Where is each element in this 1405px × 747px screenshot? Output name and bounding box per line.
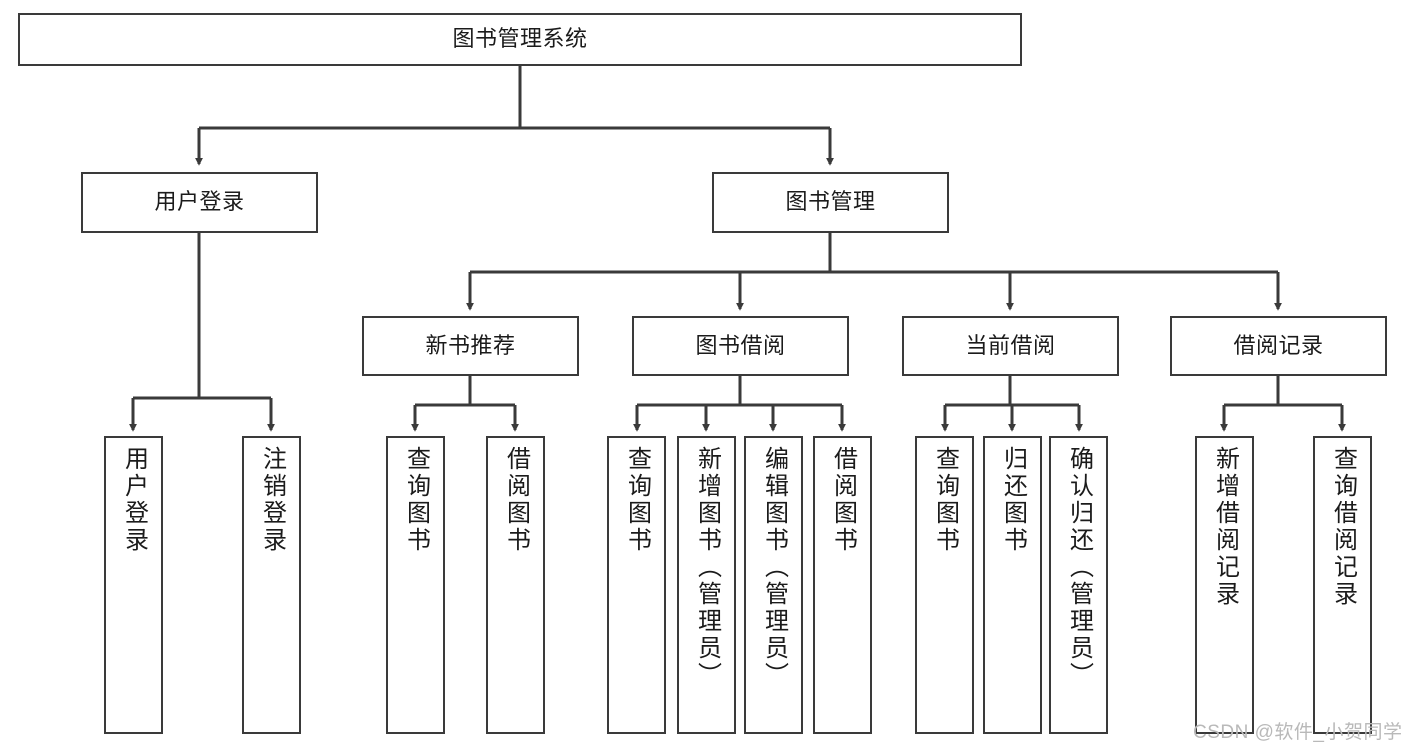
node-book-manage[interactable]: 图书管理 xyxy=(712,172,949,233)
node-leaf-borrow-book-recommend[interactable]: 借阅图书 xyxy=(486,436,545,734)
node-label: 借阅记录 xyxy=(1233,332,1324,358)
node-label: 新书推荐 xyxy=(425,332,516,358)
node-label: 编辑图书（管理员） xyxy=(760,446,788,689)
node-label: 查询借阅记录 xyxy=(1329,446,1357,608)
node-user-login[interactable]: 用户登录 xyxy=(81,172,318,233)
node-label: 新增借阅记录 xyxy=(1211,446,1239,608)
node-leaf-query-book-borrow[interactable]: 查询图书 xyxy=(607,436,666,734)
node-leaf-query-book-current[interactable]: 查询图书 xyxy=(915,436,974,734)
node-label: 图书管理系统 xyxy=(452,26,588,52)
node-label: 查询图书 xyxy=(623,446,651,554)
node-label: 归还图书 xyxy=(999,446,1027,554)
node-borrow-record[interactable]: 借阅记录 xyxy=(1170,316,1387,376)
node-label: 借阅图书 xyxy=(502,446,530,554)
node-leaf-add-book-admin[interactable]: 新增图书（管理员） xyxy=(677,436,736,734)
node-label: 确认归还（管理员） xyxy=(1065,446,1093,689)
node-leaf-query-borrow-record[interactable]: 查询借阅记录 xyxy=(1313,436,1372,734)
node-label: 新增图书（管理员） xyxy=(693,446,721,689)
node-current-borrow[interactable]: 当前借阅 xyxy=(902,316,1119,376)
node-label: 图书管理 xyxy=(785,189,876,215)
node-label: 用户登录 xyxy=(120,446,148,554)
node-leaf-return-book[interactable]: 归还图书 xyxy=(983,436,1042,734)
csdn-watermark: CSDN @软件_小贺同学 xyxy=(1193,722,1403,743)
node-label: 图书借阅 xyxy=(695,332,786,358)
node-label: 当前借阅 xyxy=(965,332,1056,358)
node-label: 用户登录 xyxy=(154,189,245,215)
node-leaf-confirm-return-admin[interactable]: 确认归还（管理员） xyxy=(1049,436,1108,734)
node-new-book-recommend[interactable]: 新书推荐 xyxy=(362,316,579,376)
node-book-borrow[interactable]: 图书借阅 xyxy=(632,316,849,376)
node-book-management-system[interactable]: 图书管理系统 xyxy=(18,13,1022,66)
node-label: 查询图书 xyxy=(931,446,959,554)
node-leaf-logout-login[interactable]: 注销登录 xyxy=(242,436,301,734)
node-leaf-edit-book-admin[interactable]: 编辑图书（管理员） xyxy=(744,436,803,734)
node-label: 借阅图书 xyxy=(829,446,857,554)
node-leaf-query-book-recommend[interactable]: 查询图书 xyxy=(386,436,445,734)
node-label: 查询图书 xyxy=(402,446,430,554)
node-leaf-borrow-book[interactable]: 借阅图书 xyxy=(813,436,872,734)
node-leaf-add-borrow-record[interactable]: 新增借阅记录 xyxy=(1195,436,1254,734)
node-label: 注销登录 xyxy=(258,446,286,554)
node-leaf-user-login[interactable]: 用户登录 xyxy=(104,436,163,734)
